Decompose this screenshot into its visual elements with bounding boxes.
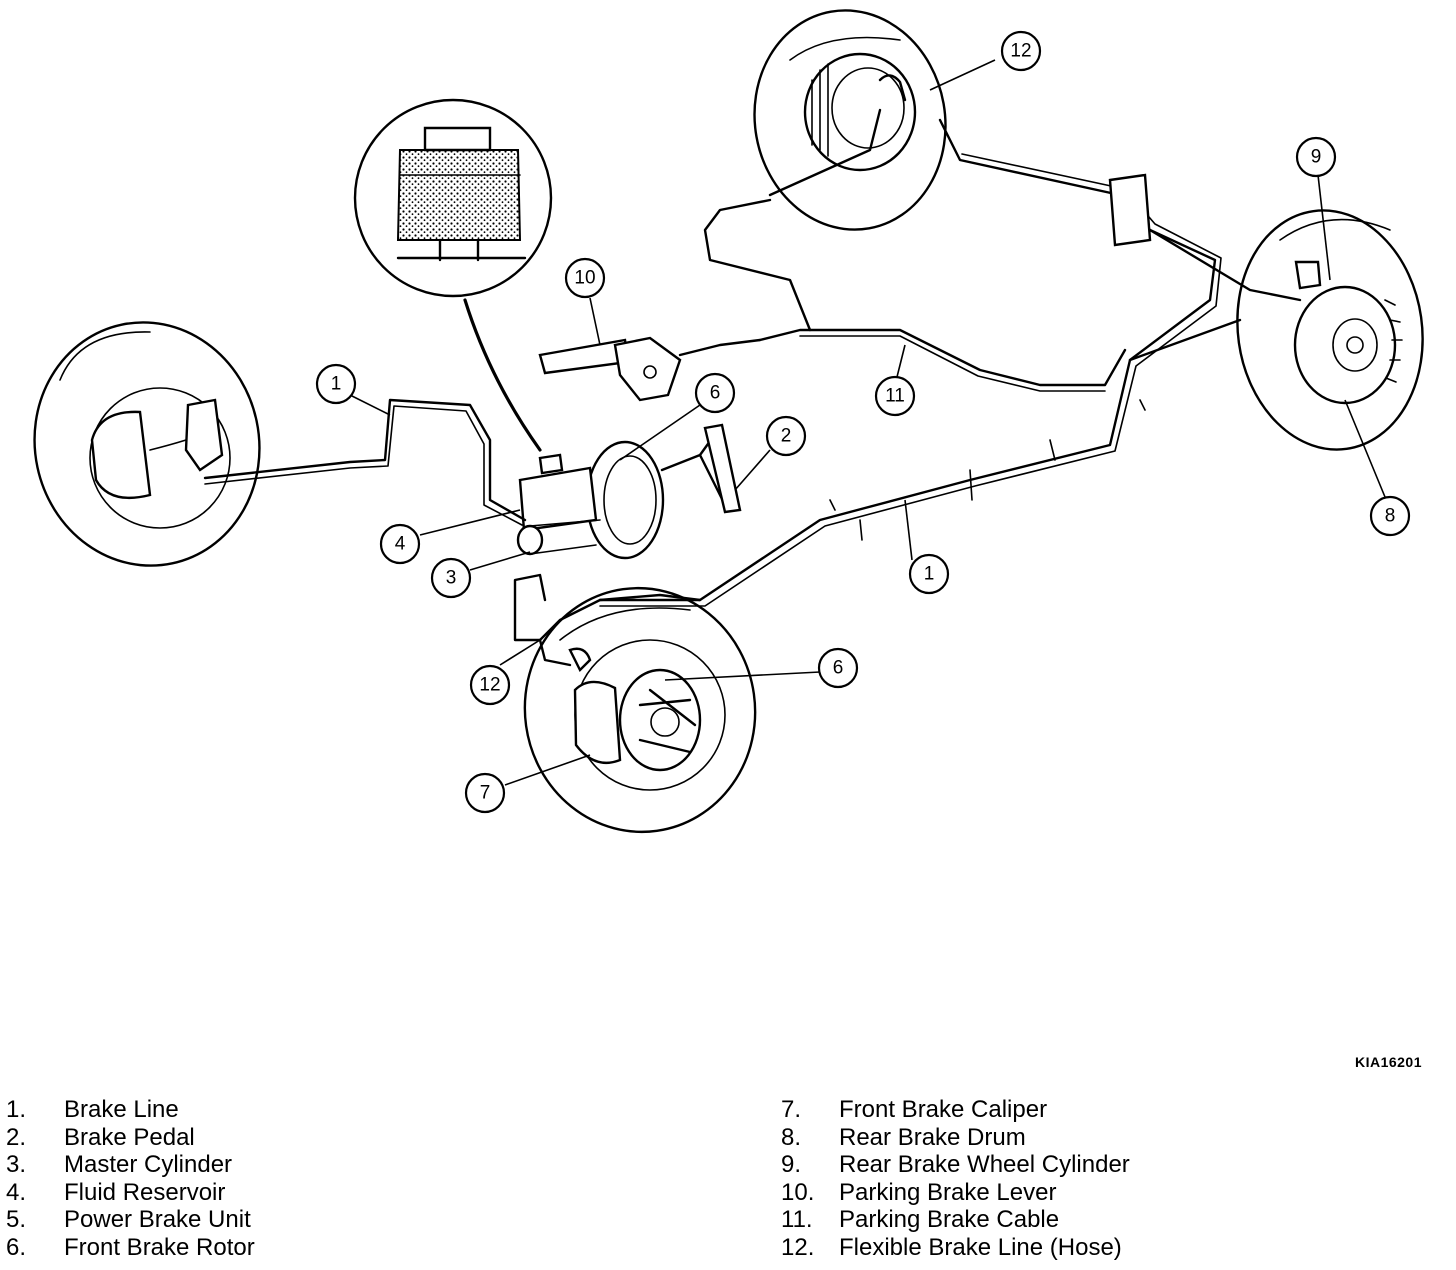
svg-text:8: 8 xyxy=(1385,506,1396,527)
legend-item: 1.Brake Line xyxy=(6,1096,179,1123)
brake-lines xyxy=(203,108,1302,667)
svg-text:6: 6 xyxy=(833,658,844,679)
callout-2: 2 xyxy=(765,415,807,457)
master-cylinder-assembly xyxy=(516,423,742,560)
brake-system-diagram: 12 9 10 1 6 2 11 4 3 1 8 12 6 7 xyxy=(33,9,1424,834)
legend-item: 9.Rear Brake Wheel Cylinder xyxy=(781,1151,1130,1179)
callout-8: 8 xyxy=(1369,495,1411,537)
callout-6-bottom: 6 xyxy=(817,647,859,689)
svg-text:10: 10 xyxy=(574,268,595,289)
callout-3: 3 xyxy=(430,557,472,599)
svg-text:1: 1 xyxy=(924,564,935,585)
svg-text:2: 2 xyxy=(781,426,792,447)
legend-item: 4.Fluid Reservoir xyxy=(6,1178,226,1206)
callout-4: 4 xyxy=(379,523,421,565)
legend-item: 10.Parking Brake Lever xyxy=(781,1178,1057,1206)
callout-6-top: 6 xyxy=(694,372,736,414)
legend-right-column: 7.Front Brake Caliper 8.Rear Brake Drum … xyxy=(781,1096,1130,1262)
svg-text:9: 9 xyxy=(1311,147,1322,168)
callout-12-bottom: 12 xyxy=(469,664,511,706)
front-right-wheel xyxy=(523,586,757,834)
svg-text:4: 4 xyxy=(395,534,406,555)
svg-text:11: 11 xyxy=(885,386,905,407)
callout-7: 7 xyxy=(464,772,506,814)
callout-12-top: 12 xyxy=(1000,30,1042,72)
svg-text:12: 12 xyxy=(479,675,500,696)
legend-item: 8.Rear Brake Drum xyxy=(781,1123,1026,1151)
callout-10: 10 xyxy=(564,257,606,299)
rear-left-wheel xyxy=(753,9,947,231)
svg-text:7: 7 xyxy=(480,783,491,804)
callout-1-right: 1 xyxy=(908,553,950,595)
svg-text:12: 12 xyxy=(1010,41,1031,62)
legend-item: 7.Front Brake Caliper xyxy=(781,1096,1048,1123)
callout-1-left: 1 xyxy=(315,363,357,405)
front-left-wheel xyxy=(33,321,261,567)
leader-lines xyxy=(349,59,1386,786)
svg-text:6: 6 xyxy=(710,383,721,404)
legend-item: 3.Master Cylinder xyxy=(6,1151,233,1179)
fluid-reservoir-inset xyxy=(353,98,553,452)
svg-text:1: 1 xyxy=(331,374,342,395)
legend-item: 11.Parking Brake Cable xyxy=(781,1206,1060,1234)
rear-right-wheel xyxy=(1236,209,1424,451)
legend-left-column: 1.Brake Line 2.Brake Pedal 3.Master Cyli… xyxy=(6,1096,255,1262)
legend-item: 6.Front Brake Rotor xyxy=(6,1233,255,1261)
parking-brake-lever-shape xyxy=(538,336,762,402)
callout-9: 9 xyxy=(1295,136,1337,178)
legend-item: 12.Flexible Brake Line (Hose) xyxy=(781,1233,1122,1261)
legend-item: 2.Brake Pedal xyxy=(6,1123,195,1151)
callout-11: 11 xyxy=(874,375,916,417)
svg-text:3: 3 xyxy=(446,568,457,589)
legend-item: 5.Power Brake Unit xyxy=(6,1206,251,1234)
figure-code: KIA16201 xyxy=(1354,1054,1422,1070)
